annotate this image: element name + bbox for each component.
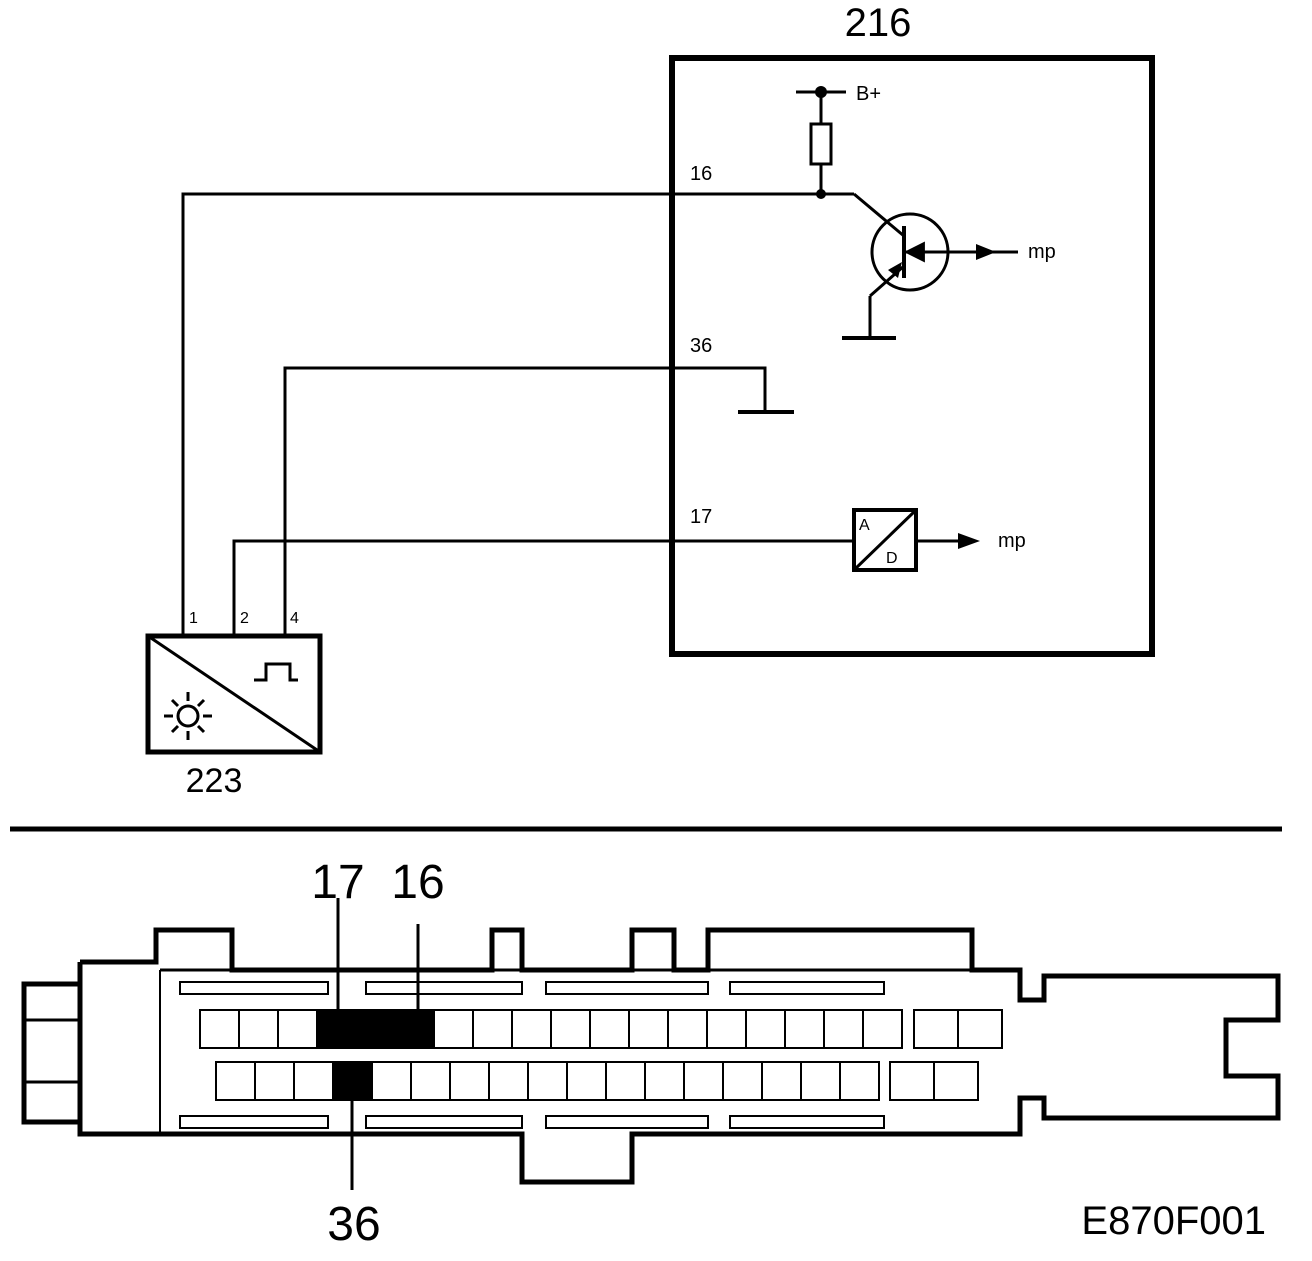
connector-pin-cell <box>277 1009 318 1049</box>
connector-pin-cell <box>800 1061 841 1101</box>
connector-pin-cell <box>371 1061 412 1101</box>
connector-pin-cell <box>823 1009 864 1049</box>
connector-pin-cell-large <box>913 1009 959 1049</box>
adc-in-label: A <box>859 517 870 534</box>
connector-pin-cell <box>839 1061 880 1101</box>
connector-label-16: 16 <box>391 856 444 909</box>
connector-pin-cell <box>667 1009 708 1049</box>
adc-converter <box>852 508 970 572</box>
sensor-223 <box>145 633 323 755</box>
wire-16-label: 16 <box>690 163 712 185</box>
connector-pin-cell <box>862 1009 903 1049</box>
connector-pin-row-top <box>199 1009 1003 1049</box>
connector-pin-cell <box>706 1009 747 1049</box>
connector-pin-cell <box>410 1061 451 1101</box>
connector-pin-cell-large <box>957 1009 1003 1049</box>
connector-pin-cell <box>745 1009 786 1049</box>
transistor-mp-label: mp <box>1028 241 1056 263</box>
connector-pin-cell <box>784 1009 825 1049</box>
wire-36 <box>283 366 794 636</box>
input-arrow-icon <box>976 244 996 260</box>
connector-pin-cell <box>472 1009 513 1049</box>
connector-pin-cell <box>316 1009 357 1049</box>
connector-pin-cell <box>215 1061 256 1101</box>
adc-mp-label: mp <box>998 530 1026 552</box>
wire-16 <box>181 192 821 636</box>
sensor-pin-1: 1 <box>189 610 198 627</box>
connector-pin-cell <box>332 1061 373 1101</box>
connector-pin-row-bottom <box>215 1061 979 1101</box>
connector-pin-cell <box>566 1061 607 1101</box>
connector-pin-cell <box>254 1061 295 1101</box>
transistor <box>821 192 1018 340</box>
connector-pin-cell <box>449 1061 490 1101</box>
adc-arrow-icon <box>958 533 980 549</box>
connector-pin-cell <box>644 1061 685 1101</box>
connector-pin-cell <box>488 1061 529 1101</box>
document-code: E870F001 <box>1081 1199 1266 1243</box>
connector-pin-cell <box>722 1061 763 1101</box>
ecu-216: 216 <box>669 1 1155 657</box>
connector-pin-cell <box>238 1009 279 1049</box>
wire-17 <box>232 539 854 636</box>
connector-pin-cell <box>761 1061 802 1101</box>
connector-pin-cell <box>433 1009 474 1049</box>
connector-pin-cell <box>355 1009 396 1049</box>
connector-pin-cell <box>550 1009 591 1049</box>
wire-36-label: 36 <box>690 335 712 357</box>
supply-label: B+ <box>856 83 881 105</box>
sensor-pin-4: 4 <box>290 610 299 627</box>
wire-17-label: 17 <box>690 506 712 528</box>
sensor-pin-2: 2 <box>240 610 249 627</box>
connector-pin-cell <box>589 1009 630 1049</box>
connector-pin-cell <box>683 1061 724 1101</box>
connector-pin-cell-large <box>889 1061 935 1101</box>
connector-label-36: 36 <box>327 1198 380 1251</box>
adc-out-label: D <box>886 550 898 567</box>
emitter-arrow-icon <box>888 262 902 278</box>
connector-pin-cell <box>628 1009 669 1049</box>
connector-pin-cell <box>394 1009 435 1049</box>
connector-pin-cell <box>511 1009 552 1049</box>
connector-housing <box>21 927 1281 1185</box>
connector-pin-cell <box>527 1061 568 1101</box>
connector-label-17: 17 <box>311 856 364 909</box>
connector-pin-cell <box>199 1009 240 1049</box>
connector-pin-cell <box>605 1061 646 1101</box>
connector-pin-cell-large <box>933 1061 979 1101</box>
connector-pin-cell <box>293 1061 334 1101</box>
supply-node-icon <box>815 86 827 98</box>
sensor-ref-label: 223 <box>186 762 243 800</box>
pullup-resistor <box>796 90 846 194</box>
ecu-ref-label: 216 <box>845 1 912 45</box>
